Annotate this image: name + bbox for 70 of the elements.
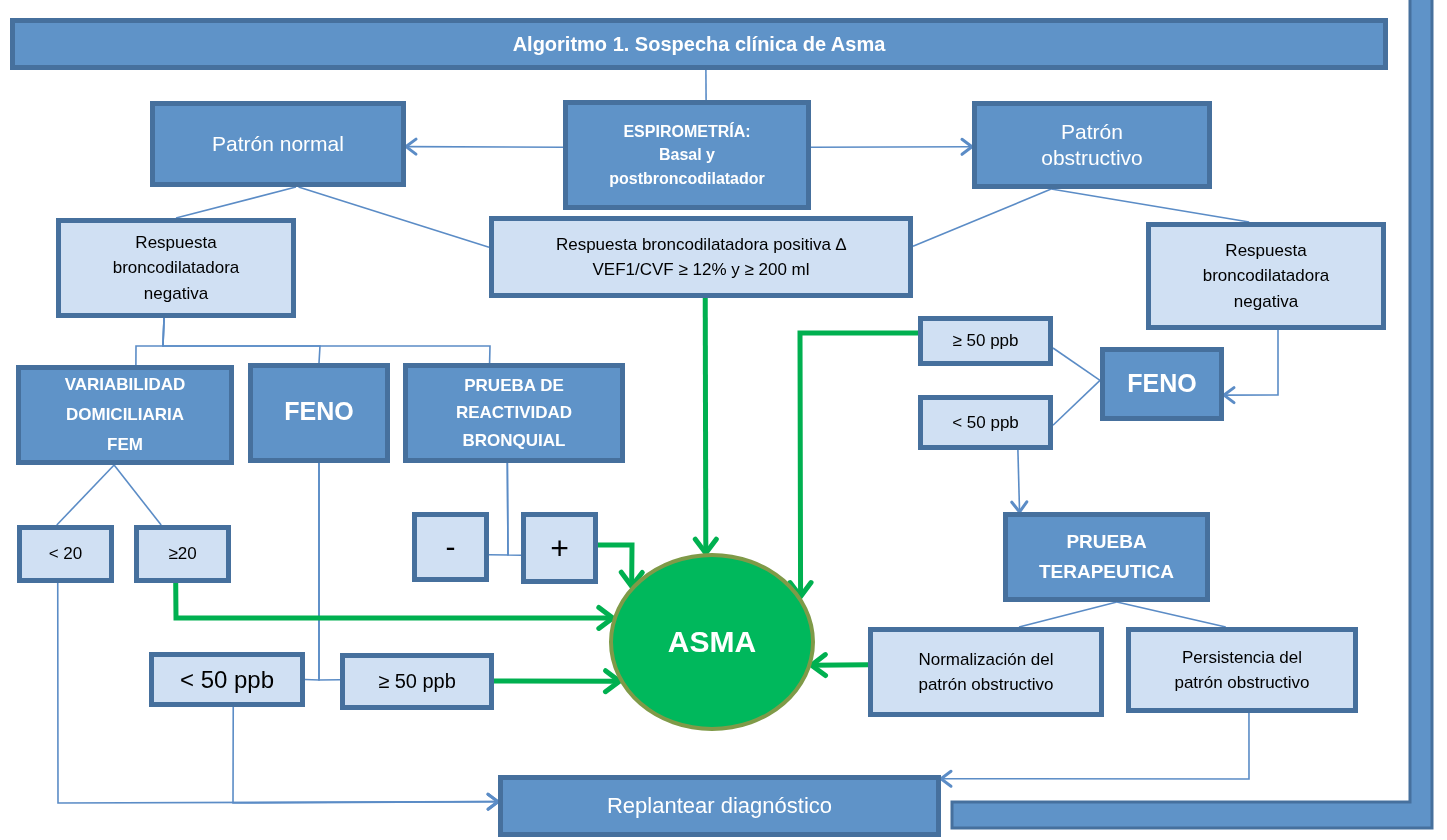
- node-label: Normalización del patrón obstructivo: [917, 648, 1055, 696]
- node-label: < 50 ppb: [952, 411, 1019, 434]
- node-label: Patrón normal: [212, 130, 344, 157]
- result-box: [489, 216, 913, 298]
- result-box: [134, 525, 231, 583]
- node-label: +: [550, 529, 569, 568]
- connector-line: [55, 464, 115, 526]
- node-label: FENO: [284, 396, 354, 427]
- connector-line: [1116, 601, 1227, 628]
- node-label: ≥ 50 ppb: [378, 669, 456, 694]
- process-box: [972, 101, 1212, 189]
- connector-line: [175, 186, 297, 219]
- connector-line: [705, 69, 707, 101]
- connector-line: [162, 317, 491, 364]
- node-label: Algoritmo 1. Sospecha clínica de Asma: [512, 31, 886, 57]
- node-label: ≥ 50 ppb: [952, 330, 1019, 352]
- test-box: [1003, 512, 1210, 602]
- result-box: [521, 512, 598, 584]
- process-box: [498, 775, 941, 837]
- node-label: FENO: [1127, 368, 1197, 400]
- result-box: [340, 653, 494, 710]
- node-label: Patrón obstructivo: [1040, 118, 1144, 171]
- node-label: -: [445, 529, 456, 566]
- connector-line: [912, 188, 1052, 248]
- result-box: [918, 316, 1053, 366]
- node-label: ASMA: [667, 624, 757, 661]
- node-label: < 20: [48, 543, 83, 565]
- node-label: VARIABILIDAD DOMICILIARIA FEM: [63, 374, 187, 456]
- arrow: [810, 137, 974, 156]
- node-label: Replantear diagnóstico: [606, 792, 832, 820]
- connector-line: [1018, 601, 1118, 628]
- result-box: [1126, 627, 1358, 713]
- arrow: [692, 298, 719, 556]
- result-box: [1146, 222, 1386, 330]
- result-box: [17, 525, 114, 583]
- node-label: ≥20: [168, 543, 197, 565]
- connector-line: [1052, 347, 1101, 382]
- arrow: [494, 668, 622, 695]
- result-box: [149, 652, 305, 707]
- result-box: [56, 218, 296, 318]
- test-box: [403, 363, 625, 463]
- test-box: [248, 363, 390, 463]
- test-box: [1100, 347, 1224, 421]
- connector-line: [318, 462, 341, 681]
- test-box: [16, 365, 234, 465]
- result-box: [868, 627, 1104, 717]
- arrow: [1010, 449, 1029, 514]
- node-label: ESPIROMETRÍA: Basal y postbroncodilatador: [608, 121, 766, 189]
- result-box: [412, 512, 489, 582]
- node-label: Respuesta broncodilatadora positiva ∆ VEF1/CVF ≥ 12% y ≥ 200 ml: [554, 233, 848, 281]
- connector-line: [506, 462, 522, 556]
- arrow: [939, 712, 1250, 788]
- connector-line: [1050, 188, 1250, 223]
- process-box: [563, 100, 811, 210]
- node-label: PRUEBA TERAPEUTICA: [1037, 529, 1176, 584]
- arrow: [598, 542, 645, 589]
- node-label: < 50 ppb: [179, 664, 275, 695]
- arrow: [232, 706, 500, 811]
- node-label: PRUEBA DE REACTIVIDAD BRONQUIAL: [454, 375, 574, 452]
- arrow: [404, 137, 564, 156]
- node-label: Respuesta broncodilatadora negativa: [1201, 239, 1331, 313]
- node-label: Persistencia del patrón obstructivo: [1173, 646, 1311, 694]
- connector-line: [297, 186, 490, 248]
- node-label: Respuesta broncodilatadora negativa: [111, 231, 241, 305]
- connector-line: [1052, 379, 1101, 427]
- process-box: [150, 101, 406, 187]
- result-box: [918, 395, 1053, 450]
- title-bar: [10, 18, 1388, 70]
- arrow: [1222, 329, 1279, 405]
- connector-line: [113, 464, 162, 526]
